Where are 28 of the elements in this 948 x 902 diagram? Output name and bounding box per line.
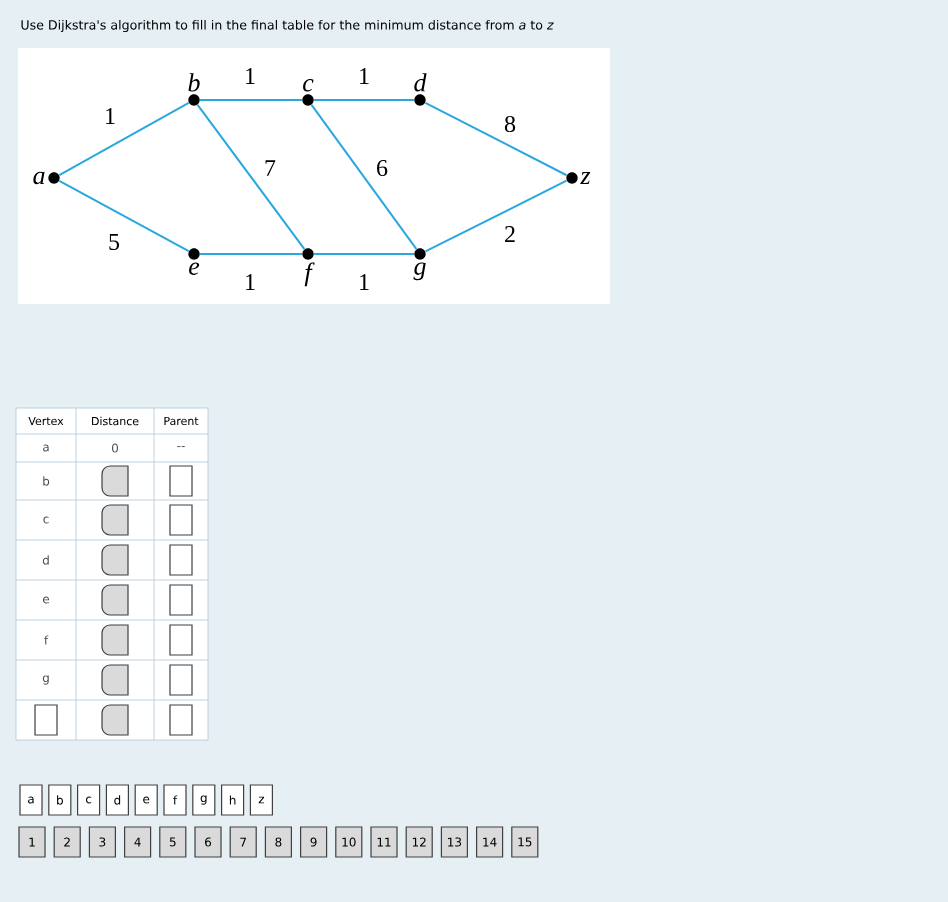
edge-label: 1 (246, 68, 255, 84)
edge (58, 179, 190, 253)
node-label: f (304, 262, 315, 287)
node-label: z (580, 172, 591, 184)
edge-label: 6 (377, 159, 388, 177)
edge-label: 2 (505, 226, 515, 242)
edge-label: 1 (360, 274, 369, 290)
edge (199, 99, 303, 101)
node-label: a (33, 171, 45, 185)
edge-label: 1 (246, 274, 255, 290)
edge (196, 103, 306, 251)
edge-label: 1 (106, 108, 115, 124)
edge (424, 101, 568, 177)
edge (313, 253, 415, 255)
node-label: d (414, 73, 427, 92)
edge (199, 253, 303, 255)
node-label: b (188, 73, 200, 92)
edge-label: 5 (109, 234, 120, 250)
edge-label: 7 (265, 160, 276, 176)
node-label: e (189, 262, 200, 275)
edge (313, 99, 415, 101)
edge (310, 103, 418, 251)
edge (424, 179, 568, 253)
node-label: c (303, 79, 314, 92)
edge (58, 101, 190, 177)
node-label: g (413, 262, 426, 281)
edge-label: 8 (504, 115, 516, 133)
edge-label: 1 (360, 68, 369, 84)
